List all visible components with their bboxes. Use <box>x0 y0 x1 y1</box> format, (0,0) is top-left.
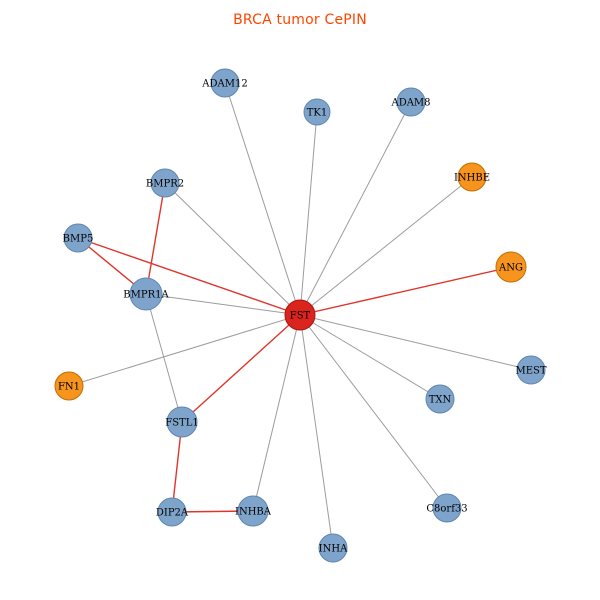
node-INHA: INHA <box>318 533 348 563</box>
node-label-ADAM8: ADAM8 <box>390 98 430 109</box>
node-FN1: FN1 <box>54 371 84 401</box>
node-circle-FN1 <box>54 371 84 401</box>
node-DIP2A: DIP2A <box>156 497 189 527</box>
edge-FST-FN1 <box>68 314 301 387</box>
node-label-ADAM12: ADAM12 <box>201 79 247 90</box>
node-label-INHA: INHA <box>319 544 348 555</box>
node-circle-ADAM8 <box>396 87 426 117</box>
node-BMP5: BMP5 <box>63 223 94 253</box>
edge-FST-INHA <box>299 314 334 549</box>
edge-FST-TK1 <box>299 111 318 316</box>
node-TXN: TXN <box>425 384 455 414</box>
edge-BMPR2-BMPR1A <box>145 182 166 295</box>
node-label-BMP5: BMP5 <box>63 234 94 245</box>
node-C8orf33: C8orf33 <box>426 493 468 523</box>
node-MEST: MEST <box>515 355 547 385</box>
node-INHBA: INHBA <box>235 495 272 527</box>
node-label-TK1: TK1 <box>307 108 328 119</box>
node-label-INHBA: INHBA <box>235 507 272 518</box>
edge-FST-FSTL1 <box>181 314 301 423</box>
node-circle-BMPR2 <box>150 168 180 198</box>
node-FST: FST <box>284 299 316 331</box>
node-label-DIP2A: DIP2A <box>156 508 189 519</box>
node-circle-MEST <box>516 355 546 385</box>
node-circle-DIP2A <box>157 497 187 527</box>
node-label-MEST: MEST <box>515 366 546 377</box>
node-circle-C8orf33 <box>432 493 462 523</box>
node-label-BMPR2: BMPR2 <box>146 179 184 190</box>
edge-FST-ADAM8 <box>299 101 412 316</box>
edge-FST-INHBA <box>252 314 301 512</box>
node-BMPR1A: BMPR1A <box>123 277 169 311</box>
node-label-ANG: ANG <box>498 263 523 274</box>
node-label-INHBE: INHBE <box>454 173 490 184</box>
node-label-C8orf33: C8orf33 <box>426 504 467 515</box>
node-ADAM8: ADAM8 <box>390 87 431 117</box>
node-BMPR2: BMPR2 <box>146 168 184 198</box>
edge-FST-MEST <box>299 314 532 371</box>
node-circle-ADAM12 <box>210 68 240 98</box>
node-circle-INHBE <box>457 162 487 192</box>
node-circle-FSTL1 <box>166 406 198 438</box>
edge-BMPR1A-FSTL1 <box>145 293 183 423</box>
edge-FST-ADAM12 <box>224 82 301 316</box>
node-circle-ANG <box>495 251 527 283</box>
node-circle-INHA <box>318 533 348 563</box>
edge-FST-TXN <box>299 314 441 400</box>
node-circle-INHBA <box>237 495 269 527</box>
node-INHBE: INHBE <box>454 162 490 192</box>
edge-FST-C8orf33 <box>299 314 448 509</box>
node-TK1: TK1 <box>303 98 331 126</box>
node-circle-BMP5 <box>63 223 93 253</box>
node-circle-TK1 <box>303 98 331 126</box>
edge-FST-BMP5 <box>77 237 301 316</box>
node-ANG: ANG <box>495 251 527 283</box>
node-circle-TXN <box>425 384 455 414</box>
node-label-FSTL1: FSTL1 <box>165 418 198 429</box>
edge-FST-BMPR2 <box>164 182 301 316</box>
node-circle-BMPR1A <box>129 277 163 311</box>
plot-title: BRCA tumor CePIN <box>233 12 367 28</box>
node-label-FST: FST <box>290 311 311 322</box>
node-ADAM12: ADAM12 <box>201 68 248 98</box>
node-label-BMPR1A: BMPR1A <box>123 290 169 301</box>
node-label-TXN: TXN <box>429 395 452 406</box>
node-circle-FST <box>284 299 316 331</box>
node-label-FN1: FN1 <box>58 382 80 393</box>
edge-FST-BMPR1A <box>145 293 301 316</box>
node-FSTL1: FSTL1 <box>165 406 199 438</box>
edge-FST-ANG <box>299 266 512 316</box>
edge-FST-INHBE <box>299 176 473 316</box>
